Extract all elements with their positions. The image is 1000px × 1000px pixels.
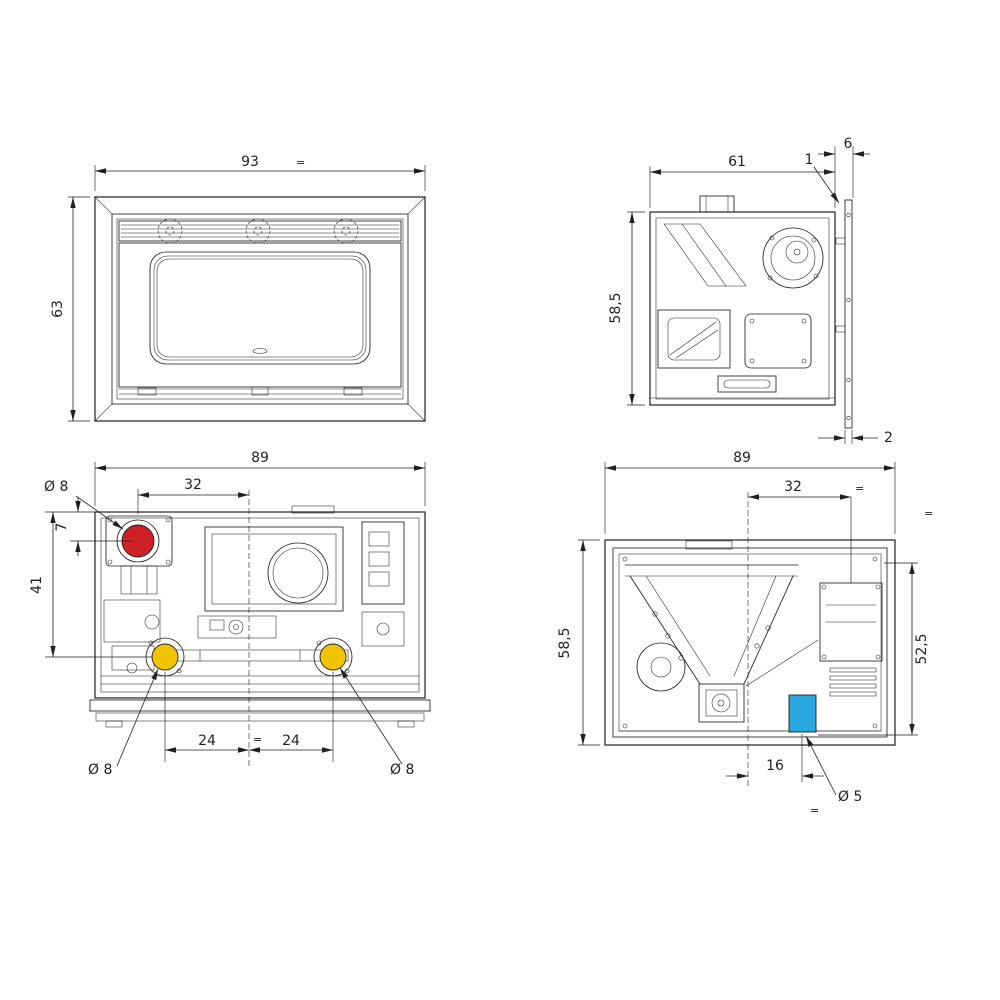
dim-plan-outlet-left-diameter: Ø 8 (88, 668, 159, 778)
dim-rear-connector-diameter-label: Ø 5 (838, 789, 862, 805)
rear-view: 89 32 = = 58,5 52,5 16 (557, 450, 933, 817)
dim-side-overhang-label: 6 (844, 136, 853, 152)
dim-plan-rear-offset-label: 7 (54, 523, 70, 532)
dim-side-depth-label: 61 (728, 154, 746, 170)
dim-front-width-label: 93 (241, 154, 259, 170)
glass-panel (149, 251, 371, 365)
dim-plan-flue-offset: 32 (137, 477, 249, 514)
dim-front-width: 93 = (94, 154, 426, 191)
latch-left (137, 387, 157, 396)
dim-plan-outlet-left-diameter-label: Ø 8 (88, 762, 112, 778)
dim-plan-outlet-depth: 41 (29, 512, 152, 658)
dim-side-plate-thickness: 2 (818, 430, 893, 446)
dim-plan-width: 89 (94, 450, 426, 506)
vent-louvers (829, 667, 877, 697)
dim-rear-box-offset-label: 32 (784, 479, 802, 495)
air-outlet-right-circle (319, 643, 347, 671)
handle-bracket (717, 375, 777, 393)
power-connector (788, 694, 817, 733)
dim-side-height-label: 58,5 (608, 292, 624, 323)
latch-right (343, 387, 363, 396)
dim-rear-height-label: 58,5 (557, 627, 573, 658)
dim-plan-outlet-depth-label: 41 (29, 576, 45, 594)
dim-plan-spacing-left-label: 24 (198, 733, 216, 749)
dim-plan-outlet-spacing: 24 24 = (164, 672, 334, 762)
dim-rear-connector-offset-label: 16 (766, 758, 784, 774)
dim-plan-spacing-right-label: 24 (282, 733, 300, 749)
flue-outlet (105, 515, 173, 595)
dim-side-height: 58,5 (608, 211, 645, 406)
control-column (361, 521, 405, 647)
plan-view: 89 32 Ø 8 7 41 (29, 450, 431, 778)
dim-plan-outlet-right-diameter-label: Ø 8 (390, 762, 414, 778)
dim-rear-inner-height-label: 52,5 (914, 633, 930, 664)
front-door (118, 242, 402, 396)
convection-fan-right-icon (333, 218, 359, 244)
dim-side-plate-thickness-label: 2 (884, 430, 893, 446)
gear-motor-assembly (103, 599, 161, 674)
pellet-chute (663, 223, 747, 287)
wall-mount-plate (835, 199, 853, 429)
air-outlet-left-circle (151, 643, 179, 671)
flue-collar (699, 195, 735, 213)
front-frame-strips (89, 699, 431, 728)
dim-plan-equal-label: = (253, 733, 262, 746)
exhaust-fan (762, 227, 824, 289)
dim-rear-box-offset: 32 = (748, 479, 864, 583)
top-hatch (204, 526, 344, 612)
dim-rear-equal-right-label: = (924, 507, 933, 520)
air-outlet-right (313, 637, 353, 677)
convection-fan-left-icon (157, 218, 183, 244)
dim-rear-equal-top-label: = (855, 482, 864, 495)
convection-fan-center-icon (245, 218, 271, 244)
dim-rear-width-label: 89 (733, 450, 751, 466)
dim-rear-height: 58,5 (557, 539, 600, 746)
side-body (649, 195, 836, 406)
front-view: 93 = 63 (50, 154, 426, 422)
dim-plan-width-label: 89 (251, 450, 269, 466)
convection-fan-rear (636, 642, 686, 692)
dim-front-height-label: 63 (50, 300, 66, 318)
front-frame (94, 196, 426, 422)
dim-rear-connector-diameter: Ø 5 = (805, 735, 862, 817)
side-panels (657, 309, 812, 393)
dim-plan-flue-diameter-label: Ø 8 (44, 479, 68, 495)
pellet-hopper (624, 564, 799, 685)
dim-plan-flue-offset-label: 32 (184, 477, 202, 493)
brand-logo (252, 348, 268, 354)
flue-fan-top (267, 542, 329, 604)
dim-rear-width: 89 (604, 450, 896, 534)
top-vent-strip (118, 218, 402, 244)
dim-plan-outlet-right-diameter: Ø 8 (339, 667, 414, 778)
rear-body (604, 539, 896, 746)
dim-side-gap-label: 1 (805, 152, 814, 168)
side-view: 61 6 1 58,5 2 (608, 136, 893, 446)
dim-plan-flue-diameter: Ø 8 (44, 479, 124, 530)
dim-rear-inner-height: 52,5 (818, 562, 930, 736)
dim-side-overhang: 6 (818, 136, 870, 198)
auger-motor (698, 683, 745, 723)
dim-front-equal-label: = (296, 156, 305, 169)
dim-rear-connector-offset: 16 (726, 734, 824, 782)
dim-rear-equal-bottom-label: = (810, 804, 819, 817)
dim-front-height: 63 (50, 196, 90, 422)
dim-side-gap: 1 (805, 152, 840, 204)
